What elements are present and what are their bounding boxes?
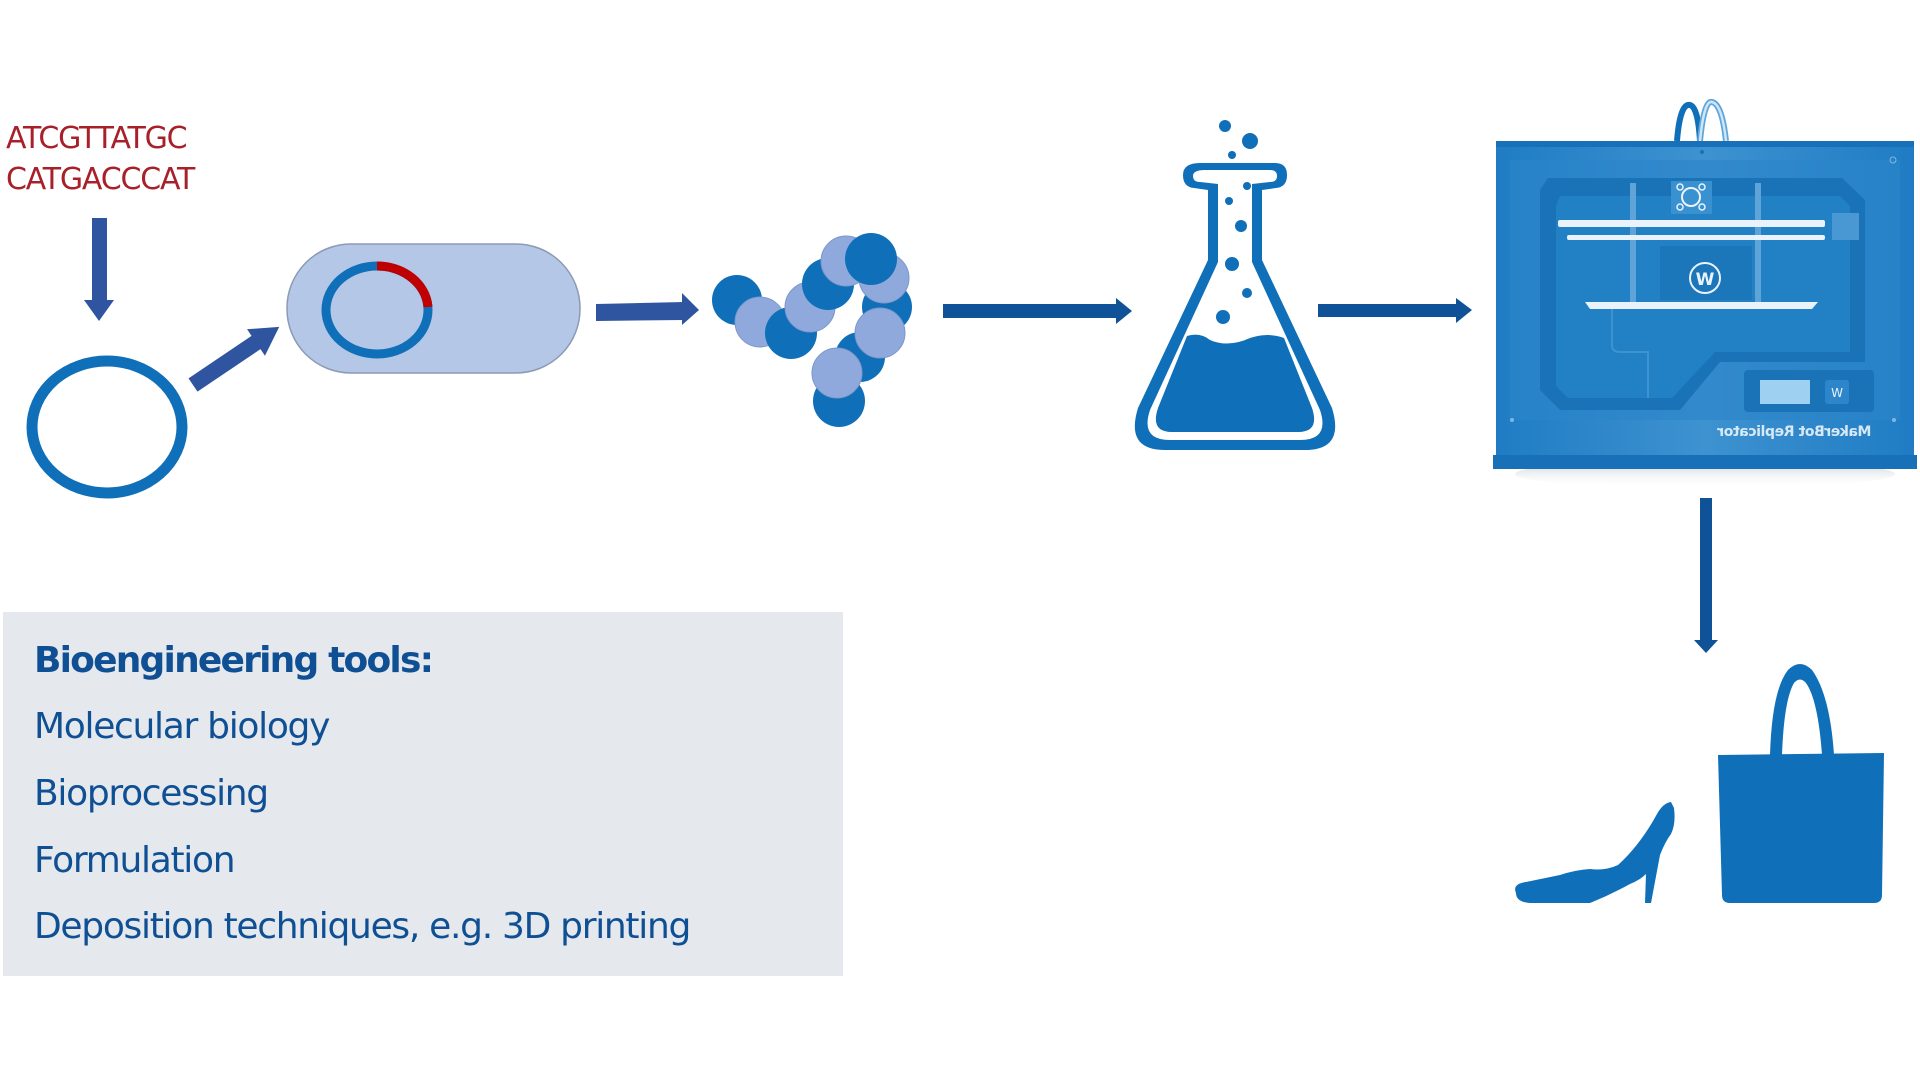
cell-with-plasmid-icon	[286, 243, 581, 374]
flask-icon	[1134, 120, 1336, 450]
arrow-diagonal-icon	[188, 326, 280, 392]
arrow-down-printer-icon	[1694, 498, 1718, 653]
plasmid-ring-icon	[26, 355, 188, 499]
tool-item-formulation: Formulation	[34, 840, 236, 881]
tool-item-deposition-techniques: Deposition techniques, e.g. 3D printing	[34, 906, 691, 947]
arrow-right-flask-icon	[1318, 298, 1472, 323]
printer-brand-label: MakerBot Replicator	[1717, 424, 1872, 440]
arrow-right-protein-icon	[943, 298, 1132, 324]
bioengineering-tools-box: Bioengineering tools: Molecular biology …	[3, 612, 843, 976]
shoe-icon	[1515, 802, 1675, 903]
arrow-down-dna-icon	[84, 218, 114, 321]
tool-item-molecular-biology: Molecular biology	[34, 706, 330, 747]
svg-text:W: W	[1696, 270, 1715, 290]
protein-chain-icon	[712, 233, 912, 427]
svg-text:W: W	[1831, 386, 1843, 400]
arrow-right-cell-icon	[596, 293, 699, 325]
tools-heading: Bioengineering tools:	[34, 640, 434, 681]
3d-printer-icon: W W	[1493, 99, 1917, 488]
bag-icon	[1718, 664, 1884, 903]
tool-item-bioprocessing: Bioprocessing	[34, 773, 269, 814]
dna-sequence-line-2: CATGACCCAT	[6, 162, 195, 197]
dna-sequence-line-1: ATCGTTATGC	[6, 121, 188, 156]
